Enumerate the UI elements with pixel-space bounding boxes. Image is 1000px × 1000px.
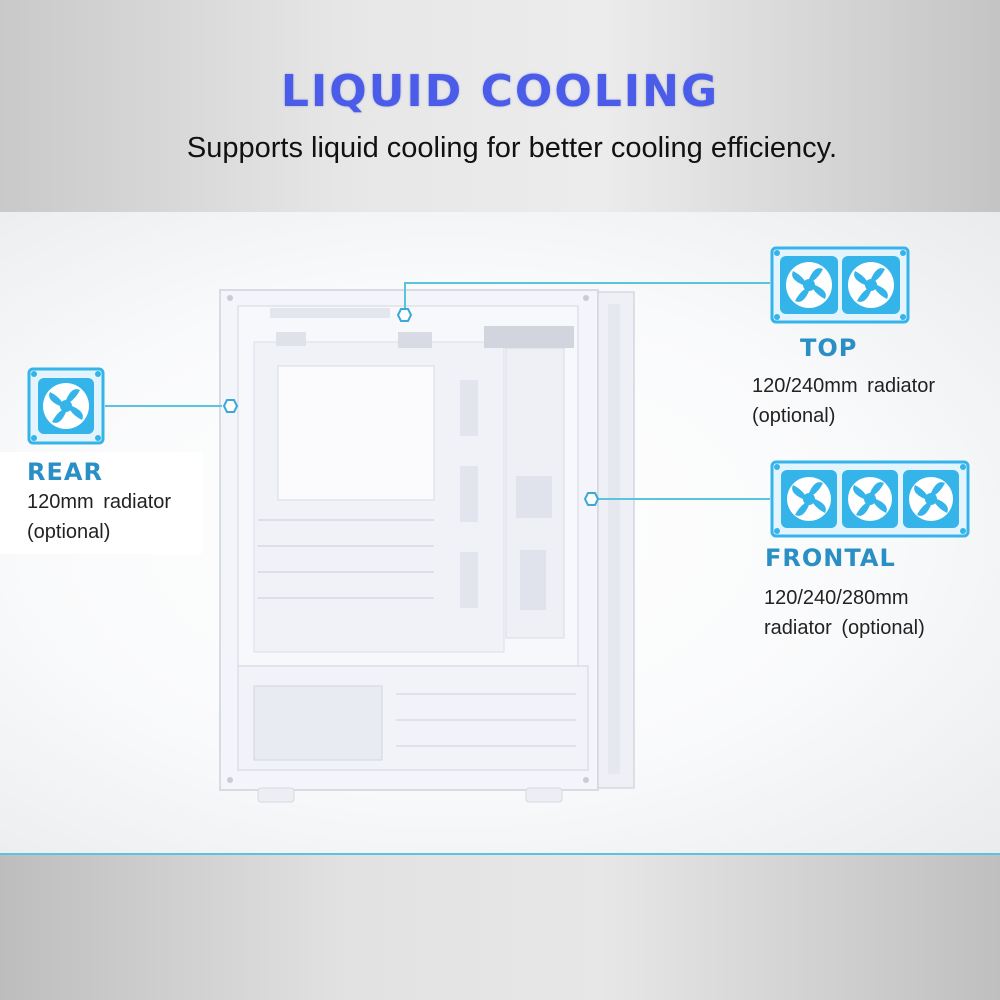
- hexagon-marker-icon: [583, 492, 600, 506]
- rear-label-box: [0, 452, 202, 554]
- hexagon-marker-icon: [396, 308, 413, 322]
- top-desc-line2: (optional): [752, 405, 836, 427]
- rear-desc-line2: (optional): [27, 521, 111, 543]
- frontal-radiator-icon: [770, 460, 970, 538]
- footer-band: [0, 855, 1000, 1000]
- fan-icon: [780, 256, 838, 314]
- top-title: TOP: [800, 334, 858, 362]
- frontal-title: FRONTAL: [765, 544, 896, 572]
- page-title: LIQUID COOLING: [280, 66, 720, 117]
- divider-line: [0, 853, 1000, 855]
- top-radiator-icon: [770, 246, 910, 324]
- header-banner: LIQUID COOLING Supports liquid cooling f…: [0, 0, 1000, 212]
- top-desc-line1: 120/240mm radiator: [752, 375, 935, 397]
- fan-icon: [903, 470, 959, 528]
- fan-icon: [781, 470, 837, 528]
- pc-case-image: [219, 289, 635, 803]
- page-subtitle: Supports liquid cooling for better cooli…: [186, 132, 838, 164]
- fan-icon: [842, 256, 900, 314]
- fan-icon: [38, 378, 94, 434]
- frontal-desc-line2: radiator (optional): [764, 617, 925, 639]
- fan-icon: [842, 470, 898, 528]
- rear-desc-line1: 120mm radiator: [27, 491, 172, 513]
- frontal-desc-line1: 120/240/280mm: [764, 587, 909, 609]
- rear-title: REAR: [27, 458, 103, 486]
- rear-radiator-icon: [27, 367, 105, 445]
- hexagon-marker-icon: [222, 399, 239, 413]
